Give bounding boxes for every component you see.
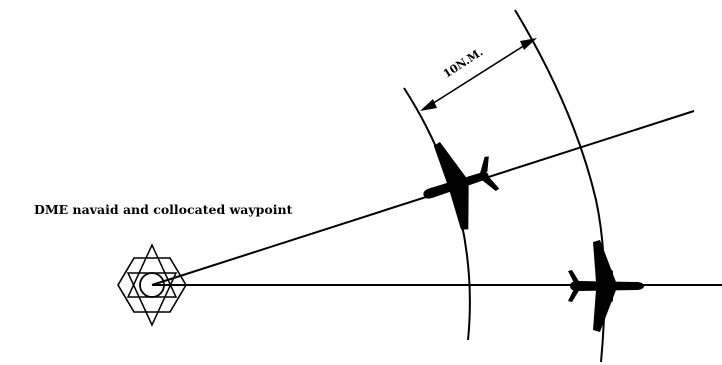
distance-label: 10N.M. xyxy=(441,45,485,80)
upper-radial-line xyxy=(151,110,695,286)
aircraft-lower-icon xyxy=(568,240,644,332)
aircraft-upper-icon xyxy=(423,141,500,230)
dme-navaid-icon xyxy=(117,243,187,327)
navaid-label: DME navaid and collocated waypoint xyxy=(34,202,293,217)
outer-dme-arc xyxy=(514,9,606,363)
distance-dimension-arrow xyxy=(420,38,537,111)
